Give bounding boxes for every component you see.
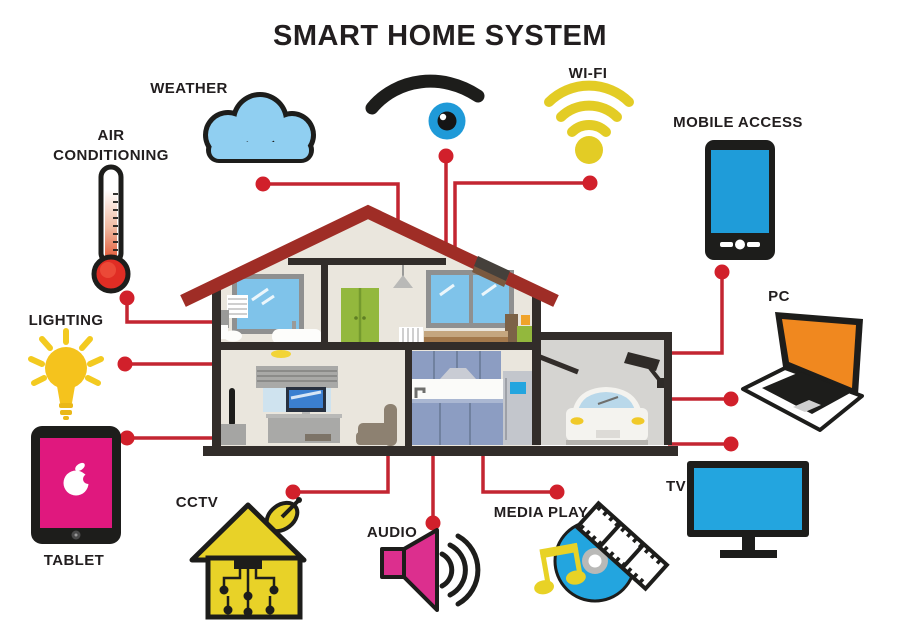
connector-cctv <box>285 450 390 500</box>
cabinet <box>216 424 246 445</box>
connector-tablet <box>119 430 217 446</box>
chip <box>234 556 262 569</box>
tablet-icon <box>31 426 121 544</box>
connector-pc <box>668 391 739 407</box>
connector-monitoring-eye <box>438 148 454 251</box>
security-camera <box>624 352 660 371</box>
connector-media-play <box>481 450 565 500</box>
label-wifi: WI-FI <box>568 65 608 82</box>
connector-weather <box>255 176 400 230</box>
connector-air-conditioning <box>119 290 217 324</box>
garage-strut <box>534 352 579 375</box>
car <box>566 387 648 445</box>
label-audio: AUDIO <box>366 524 418 541</box>
label-cctv: CCTV <box>175 494 219 511</box>
music-note <box>534 542 586 595</box>
label-tv: TV <box>666 478 686 495</box>
label-weather: WEATHER <box>150 80 228 97</box>
media-play-icon <box>534 500 670 603</box>
tv-icon <box>687 461 809 558</box>
stool <box>305 434 331 441</box>
label-air-conditioning: AIR CONDITIONING <box>53 127 169 164</box>
roof <box>180 204 559 307</box>
label-tablet: TABLET <box>43 552 105 569</box>
light-bulb-icon <box>28 328 104 420</box>
house-structure <box>203 258 678 456</box>
cctv-icon <box>189 497 307 620</box>
floor-lamp <box>229 388 235 426</box>
weather-icon <box>203 92 316 163</box>
house-cross-section <box>180 204 678 456</box>
audio-speaker-icon <box>380 528 481 612</box>
mobile-phone-icon <box>705 140 775 260</box>
thermometer-icon <box>91 164 131 294</box>
bathroom <box>216 274 322 344</box>
label-pc: PC <box>768 288 790 305</box>
connector-lighting <box>117 356 217 372</box>
page-title: SMART HOME SYSTEM <box>273 20 607 52</box>
circuit-traces <box>222 569 276 608</box>
nightstand <box>517 326 534 347</box>
label-mobile-access: MOBILE ACCESS <box>673 114 803 131</box>
kitchen <box>408 351 533 445</box>
label-media-play: MEDIA PLAY <box>493 504 589 521</box>
living-room <box>216 350 397 446</box>
eye-icon <box>365 74 485 140</box>
solar-panel <box>474 256 510 281</box>
ceiling-light <box>271 350 291 358</box>
film-strip <box>574 500 670 592</box>
connector-audio <box>425 450 441 531</box>
bedside-lamp <box>521 315 530 325</box>
connector-wifi <box>453 175 598 256</box>
garage <box>534 352 666 445</box>
apple-logo <box>63 462 93 496</box>
faucet <box>414 387 426 398</box>
counter <box>408 379 512 399</box>
label-lighting: LIGHTING <box>28 312 104 329</box>
lower-cabinets <box>411 399 503 445</box>
connector-mobile-access <box>666 264 730 355</box>
range-hood <box>440 368 476 379</box>
headboard <box>505 314 518 347</box>
connector-tv <box>668 436 739 452</box>
wifi-icon <box>544 80 634 164</box>
laptop-icon <box>741 312 864 432</box>
